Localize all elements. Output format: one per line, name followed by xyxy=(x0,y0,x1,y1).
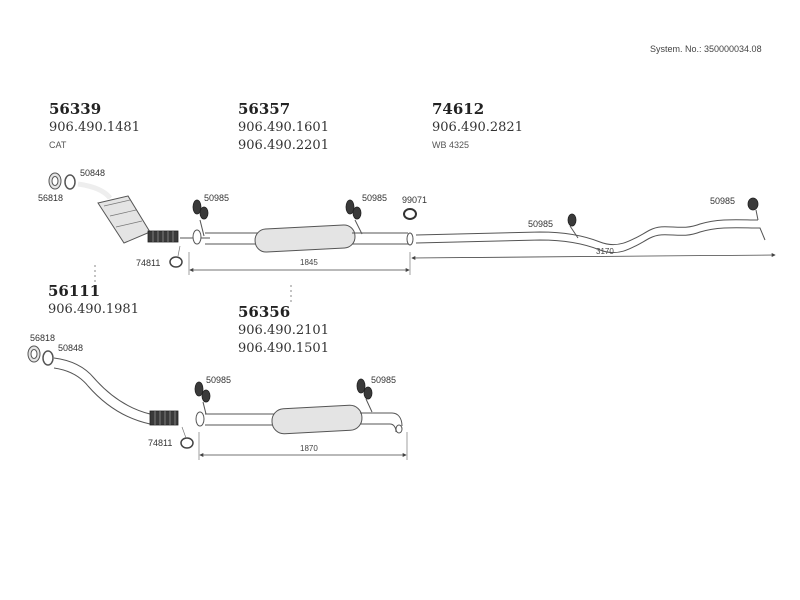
hanger-bracket xyxy=(755,209,759,221)
callout-74811: 74811 xyxy=(136,258,160,268)
front-pipe-lower xyxy=(53,367,151,425)
callout-50985: 50985 xyxy=(206,375,231,385)
callout-50848: 50848 xyxy=(58,343,83,353)
group-56111: 56111 906.490.1981 xyxy=(48,282,139,319)
group-56356: 56356 906.490.2101 906.490.1501 xyxy=(238,303,329,358)
part-number: 906.490.1601 xyxy=(238,120,329,135)
clamp-74811 xyxy=(180,437,194,449)
rubber-hanger xyxy=(747,197,759,211)
group-56339: 56339 906.490.1481 CAT xyxy=(49,100,140,152)
clamp-99071 xyxy=(403,208,417,220)
callout-50985: 50985 xyxy=(204,193,229,203)
rubber-hanger xyxy=(567,213,577,227)
center-pipe-rear xyxy=(352,232,395,245)
hanger-bracket xyxy=(365,398,373,413)
callout-50985: 50985 xyxy=(710,196,735,206)
group-number: 56111 xyxy=(48,282,101,300)
center-pipe xyxy=(205,232,258,245)
hanger-bracket xyxy=(354,219,363,235)
rubber-hanger xyxy=(356,378,366,394)
group-74612: 74612 906.490.2821 WB 4325 xyxy=(432,100,523,152)
rear-pipe xyxy=(205,413,275,426)
gasket-ring xyxy=(42,350,54,366)
dimension-1845: 1845 xyxy=(300,258,318,267)
gasket-ring-hole xyxy=(51,176,59,186)
tail-pipe-lower xyxy=(415,227,766,254)
part-number: 906.490.1501 xyxy=(238,341,329,356)
rubber-hanger xyxy=(345,199,355,215)
dimension-line-3170 xyxy=(411,253,776,260)
group-number: 56356 xyxy=(238,303,291,321)
part-number: 906.490.1481 xyxy=(49,120,140,135)
rubber-hanger xyxy=(199,206,209,220)
hanger-bracket xyxy=(569,225,579,239)
dimension-3170: 3170 xyxy=(596,247,614,256)
group-note: CAT xyxy=(49,140,67,150)
callout-50985: 50985 xyxy=(528,219,553,229)
front-pipe-upper xyxy=(53,357,151,415)
rubber-hanger xyxy=(194,381,204,397)
callout-50848: 50848 xyxy=(80,168,105,178)
front-pipe-fill xyxy=(77,181,112,200)
callout-74811: 74811 xyxy=(148,438,172,448)
leader-line xyxy=(181,426,187,439)
flex-pipe xyxy=(149,410,179,426)
callout-56818: 56818 xyxy=(30,333,55,343)
converter-line xyxy=(103,199,131,207)
gasket-ring-hole xyxy=(30,349,38,359)
tail-pipe xyxy=(415,219,759,246)
hanger-bracket xyxy=(199,219,205,237)
rubber-hanger xyxy=(352,206,362,220)
center-muffler xyxy=(254,224,356,253)
group-number: 56339 xyxy=(49,100,102,118)
group-number: 56357 xyxy=(238,100,291,118)
rubber-hanger xyxy=(201,389,211,403)
part-number: 906.490.2201 xyxy=(238,138,329,153)
part-number: 906.490.2101 xyxy=(238,323,329,338)
callout-99071: 99071 xyxy=(402,195,427,205)
pipe-flange xyxy=(195,411,205,427)
flex-pipe-ribs xyxy=(154,411,176,425)
pipe-end xyxy=(406,232,414,246)
rubber-hanger xyxy=(192,199,202,215)
system-number: System. No.: 350000034.08 xyxy=(650,44,762,54)
group-note: WB 4325 xyxy=(432,140,470,150)
callout-50985: 50985 xyxy=(362,193,387,203)
converter-line xyxy=(109,209,137,217)
hanger-bracket xyxy=(202,401,207,415)
group-number: 74612 xyxy=(432,100,485,118)
part-number: 906.490.2821 xyxy=(432,120,523,135)
dimension-1870: 1870 xyxy=(300,444,318,453)
clamp-74811 xyxy=(169,256,183,268)
tail-outlet-end xyxy=(395,424,403,434)
callout-50985: 50985 xyxy=(371,375,396,385)
callout-56818: 56818 xyxy=(38,193,63,203)
group-56357: 56357 906.490.1601 906.490.2201 xyxy=(238,100,329,155)
catalytic-converter xyxy=(97,195,151,244)
converter-line xyxy=(115,220,143,228)
rear-muffler xyxy=(271,404,363,435)
part-number: 906.490.1981 xyxy=(48,302,139,317)
gasket-ring xyxy=(64,174,76,190)
flex-pipe-ribs xyxy=(152,231,174,242)
rubber-hanger xyxy=(363,386,373,400)
leader-line xyxy=(177,245,181,257)
pipe-flange xyxy=(192,229,202,245)
center-pipe-end xyxy=(395,232,408,245)
